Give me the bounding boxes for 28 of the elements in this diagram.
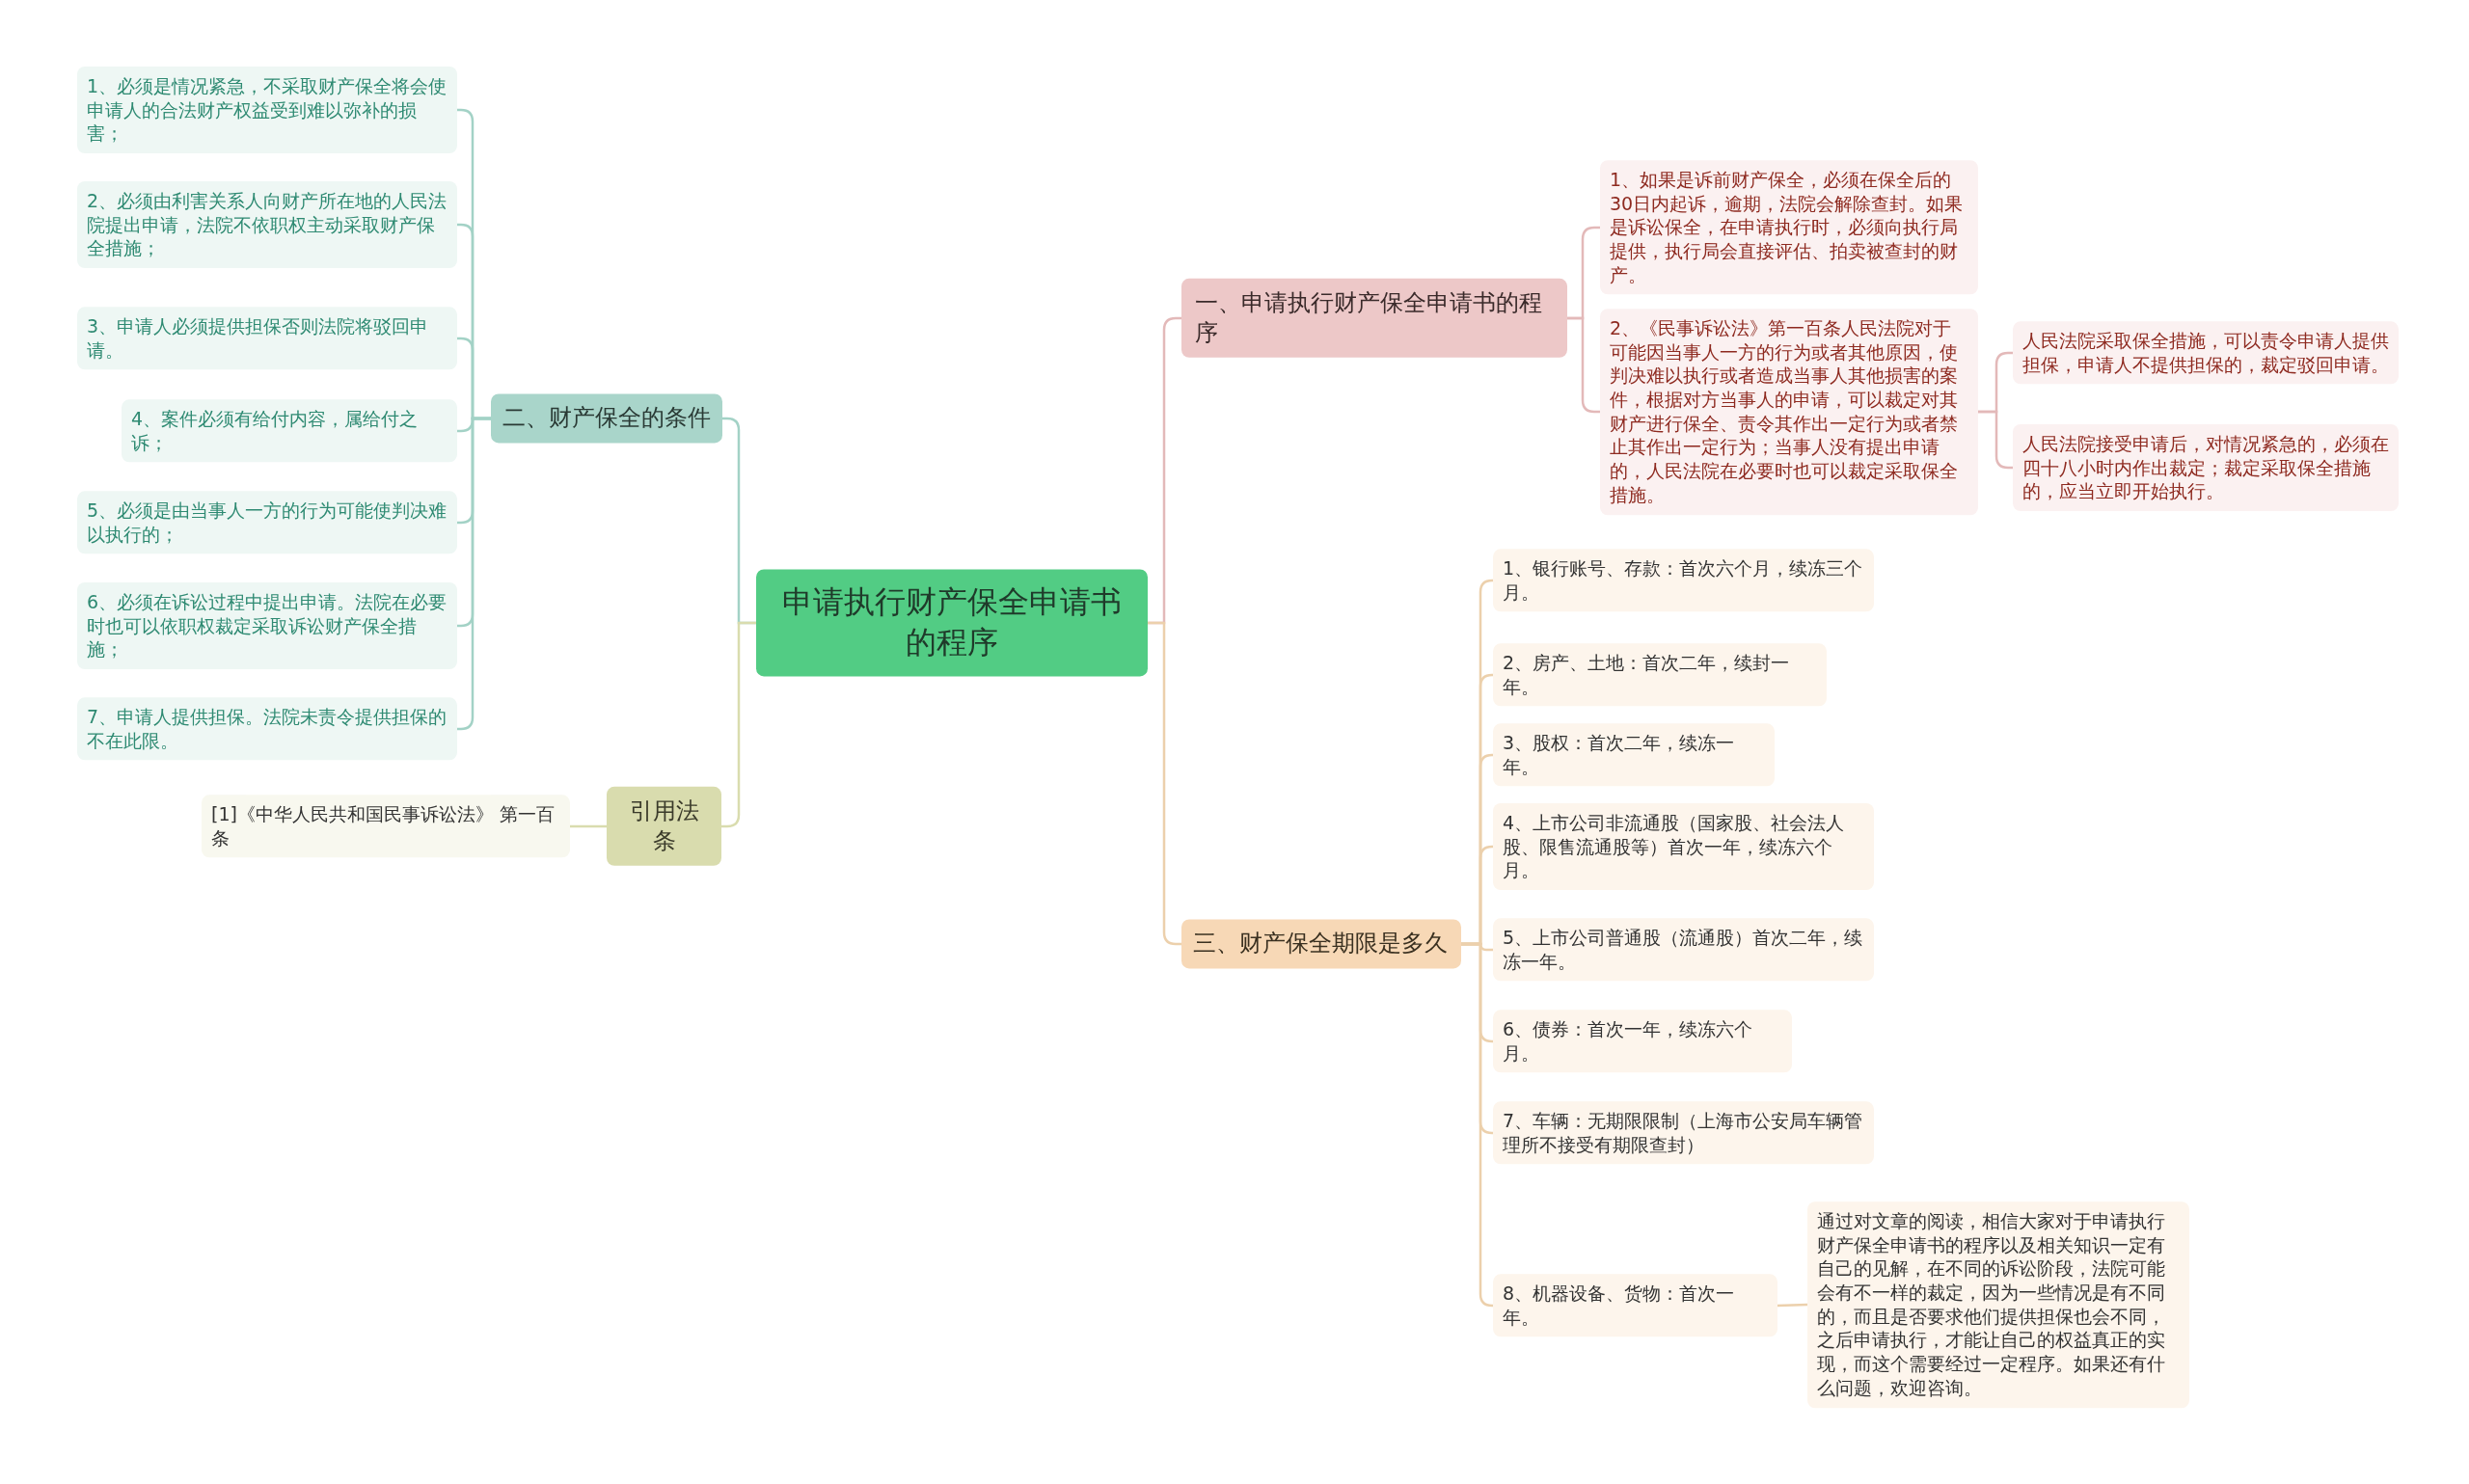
branch-topic: 二、财产保全的条件 [491,393,722,444]
subtopic-text: 5、上市公司普通股（流通股）首次二年，续冻一年。 [1493,918,1874,982]
subtopic-text: 通过对文章的阅读，相信大家对于申请执行财产保全申请书的程序以及相关知识一定有自己的见解，在不同的诉讼阶段，法院可能会有不一样的裁定，因为一些情况是有不同的，而且是否要求他们提供担保也会不同，之后申请执行，才能让自己的权益真正的实现，而这个需要经过一定程序。如果还有什么问题，欢迎咨询。 [1807,1201,2189,1408]
subtopic-text: 6、债券：首次一年，续冻六个月。 [1493,1010,1792,1073]
subtopic-text: 4、案件必须有给付内容，属给付之诉； [122,399,457,463]
subtopic-text: 3、申请人必须提供担保否则法院将驳回申请。 [77,307,457,370]
subtopic-text: 1、银行账号、存款：首次六个月，续冻三个月。 [1493,549,1874,612]
subtopic-text: 7、申请人提供担保。法院未责令提供担保的不在此限。 [77,697,457,761]
subtopic-text: 1、如果是诉前财产保全，必须在保全后的30日内起诉，逾期，法院会解除查封。如果是诉讼保全，在申请执行时，必须向执行局提供，执行局会直接评估、拍卖被查封的财产。 [1600,160,1978,295]
subtopic-text: 1、必须是情况紧急，不采取财产保全将会使申请人的合法财产权益受到难以弥补的损害； [77,66,457,154]
branch-topic: 三、财产保全期限是多久 [1181,919,1461,969]
subtopic-text: 5、必须是由当事人一方的行为可能使判决难以执行的； [77,491,457,554]
subtopic-text: 4、上市公司非流通股（国家股、社会法人股、限售流通股等）首次一年，续冻六个月。 [1493,802,1874,891]
central-topic: 申请执行财产保全申请书的程序 [756,569,1148,677]
connector-line [1777,1303,1808,1308]
connector-line [570,824,607,828]
subtopic-text: 人民法院采取保全措施，可以责令申请人提供担保，申请人不提供担保的，裁定驳回申请。 [2013,321,2399,385]
subtopic-text: 2、房产、土地：首次二年，续封一年。 [1493,643,1827,707]
subtopic-text: [1]《中华人民共和国民事诉讼法》 第一百条 [202,795,570,858]
subtopic-text: 7、车辆：无期限限制（上海市公安局车辆管理所不接受有期限查封） [1493,1101,1874,1165]
branch-topic: 一、申请执行财产保全申请书的程序 [1181,278,1567,359]
branch-topic: 引用法条 [607,786,721,867]
subtopic-text: 人民法院接受申请后，对情况紧急的，必须在四十八小时内作出裁定；裁定采取保全措施的，应当立即开始执行。 [2013,423,2399,512]
subtopic-text: 2、必须由利害关系人向财产所在地的人民法院提出申请，法院不依职权主动采取财产保全措施； [77,180,457,269]
subtopic-text: 2、《民事诉讼法》第一百条人民法院对于可能因当事人一方的行为或者其他原因，使判决难以执行或者造成当事人其他损害的案件，根据对方当事人的申请，可以裁定对其财产进行保全、责令其作出一定行为或者禁止其作出一定行为；当事人没有提出申请的，人民法院在必要时也可以裁定采取保全措施。 [1600,309,1978,515]
subtopic-text: 3、股权：首次二年，续冻一年。 [1493,723,1775,787]
subtopic-text: 6、必须在诉讼过程中提出申请。法院在必要时也可以依职权裁定采取诉讼财产保全措施； [77,581,457,670]
subtopic-text: 8、机器设备、货物：首次一年。 [1493,1274,1777,1337]
